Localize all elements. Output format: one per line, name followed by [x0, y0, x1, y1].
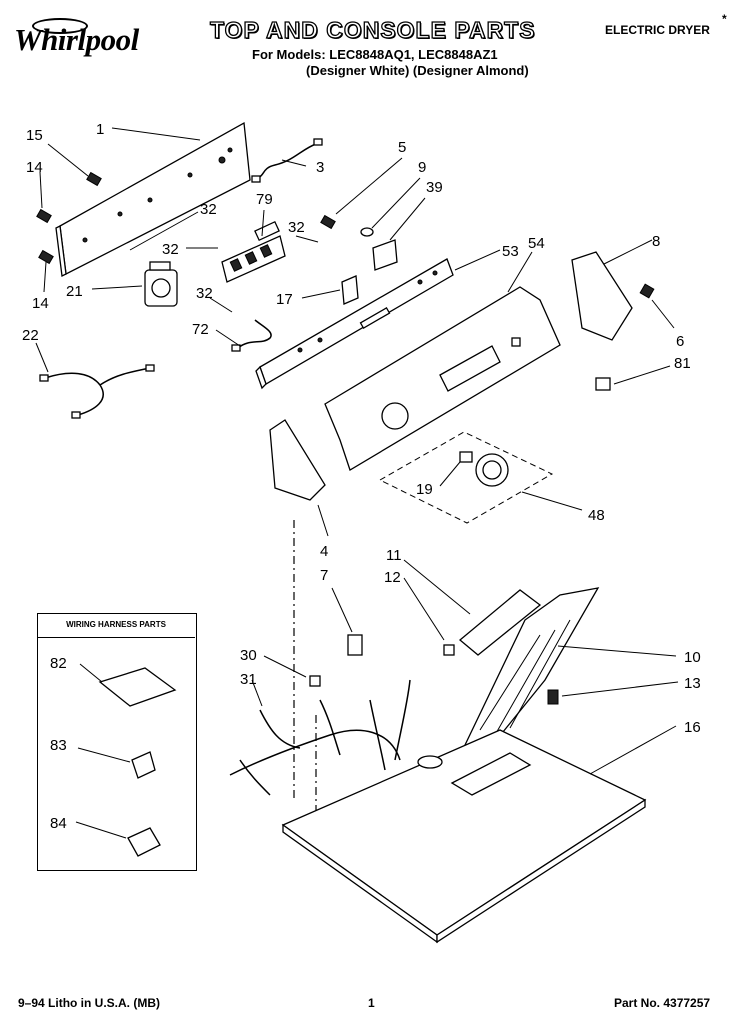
harness-31-part — [229, 679, 411, 796]
callout-32-a: 32 — [200, 201, 217, 218]
callout-11: 11 — [386, 547, 402, 564]
clip-7-part — [347, 634, 363, 656]
screw-5-part — [320, 214, 336, 230]
callout-79: 79 — [256, 191, 273, 208]
callout-83: 83 — [50, 737, 67, 754]
callout-48: 48 — [588, 507, 605, 524]
knob-48-part — [378, 431, 554, 524]
callout-16: 16 — [684, 719, 701, 736]
wire-3-part — [251, 138, 323, 183]
bracket-17-part — [341, 275, 359, 305]
callout-53: 53 — [502, 243, 519, 260]
callout-labels: 1 15 14 14 3 5 9 39 32 32 32 32 79 21 17… — [22, 121, 701, 832]
switch-79-part — [221, 220, 286, 283]
screw-13-part — [547, 689, 559, 705]
product-type: ELECTRIC DRYER — [605, 23, 710, 37]
models-line: For Models: LEC8848AQ1, LEC8848AZ1 — [252, 47, 498, 62]
connector-84-part — [127, 827, 161, 857]
callout-15: 15 — [26, 127, 43, 144]
wiring-harness-box — [37, 613, 197, 871]
knob-19-part — [459, 451, 473, 463]
callout-14-bottom: 14 — [32, 295, 49, 312]
screw-6-part — [639, 283, 655, 299]
console-bracket-53-part — [255, 258, 454, 390]
callout-13: 13 — [684, 675, 701, 692]
callout-72: 72 — [192, 321, 209, 338]
callout-12: 12 — [384, 569, 401, 586]
brand-logo-ring — [32, 18, 88, 34]
brand-logo: Whirlpool — [14, 22, 139, 57]
product-mark: * — [722, 12, 727, 26]
wiring-harness-title: WIRING HARNESS PARTS — [37, 613, 195, 638]
control-panel-back-part — [55, 121, 251, 277]
callout-31: 31 — [240, 671, 257, 688]
footer-part-number: Part No. 4377257 — [614, 996, 711, 1010]
page-title: TOP AND CONSOLE PARTS — [209, 16, 536, 43]
washer-9-part — [360, 227, 374, 237]
callout-9: 9 — [418, 159, 426, 176]
callout-32-d: 32 — [196, 285, 213, 302]
callout-32-c: 32 — [288, 219, 305, 236]
end-cap-4-part — [269, 419, 326, 501]
callout-3: 3 — [316, 159, 324, 176]
callout-19: 19 — [416, 481, 433, 498]
top-16-part — [281, 729, 647, 944]
callout-14-top: 14 — [26, 159, 43, 176]
callout-84: 84 — [50, 815, 67, 832]
callout-1: 1 — [96, 121, 104, 138]
screw-14-top-part — [36, 208, 52, 224]
clip-39-part — [372, 239, 398, 271]
callout-10: 10 — [684, 649, 701, 666]
harness-22-part — [39, 364, 155, 419]
screw-15-part — [86, 171, 102, 187]
button-81-part — [595, 377, 611, 391]
callout-8: 8 — [652, 233, 660, 250]
screw-12-part — [443, 644, 455, 656]
timer-21-part — [144, 261, 178, 307]
callout-7: 7 — [320, 567, 328, 584]
callout-17: 17 — [276, 291, 293, 308]
footer-page-number: 1 — [368, 996, 375, 1010]
screw-14-bottom-part — [38, 249, 54, 265]
callout-54: 54 — [528, 235, 545, 252]
callout-82: 82 — [50, 655, 67, 672]
callout-22: 22 — [22, 327, 39, 344]
callout-6: 6 — [676, 333, 684, 350]
console-54-part — [324, 286, 561, 471]
connector-83-part — [131, 751, 156, 779]
callout-21: 21 — [66, 283, 83, 300]
callout-5: 5 — [398, 139, 406, 156]
callout-30: 30 — [240, 647, 257, 664]
footer-litho: 9–94 Litho in U.S.A. (MB) — [18, 996, 161, 1010]
callout-4: 4 — [320, 543, 328, 560]
colors-line: (Designer White) (Designer Almond) — [306, 63, 529, 78]
callout-39: 39 — [426, 179, 443, 196]
end-cap-8-part — [571, 251, 633, 341]
connector-82-part — [98, 667, 177, 707]
callout-81: 81 — [674, 355, 691, 372]
filter-11-part — [458, 589, 542, 656]
clip-30-part — [309, 675, 321, 687]
callout-32-b: 32 — [162, 241, 179, 258]
leader-lines — [35, 127, 679, 839]
harness-72-part — [231, 319, 272, 352]
